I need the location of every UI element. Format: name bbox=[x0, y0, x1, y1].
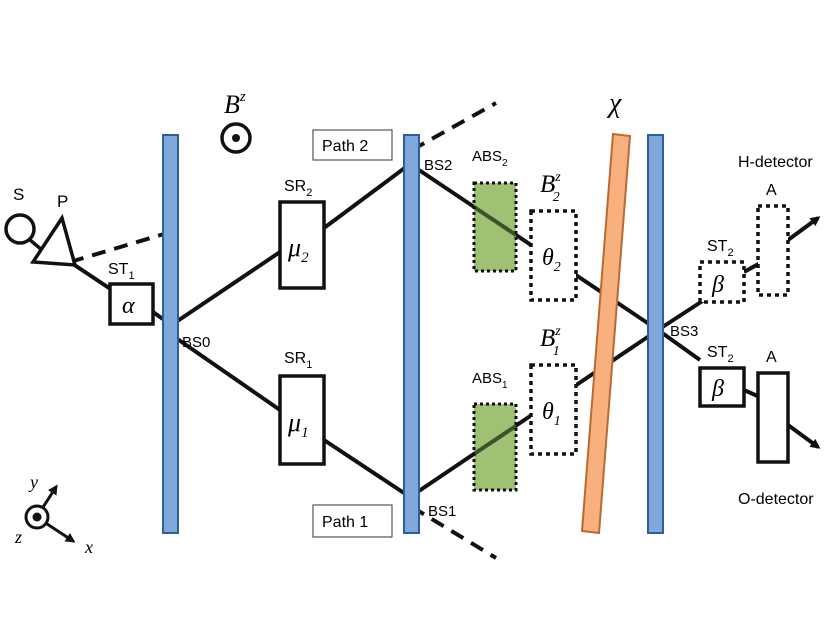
dashed-bs2-reflection bbox=[411, 101, 497, 152]
abs2-absorber bbox=[472, 181, 518, 273]
h-st2-label: ST2 bbox=[707, 238, 734, 259]
bs0-label: BS0 bbox=[182, 334, 210, 351]
o-analyzer-label: A bbox=[766, 349, 777, 366]
beam-h-output bbox=[786, 216, 821, 242]
bs3-splitter bbox=[647, 134, 664, 534]
field-label: Bz bbox=[224, 89, 246, 119]
st1-label: ST1 bbox=[108, 261, 135, 282]
o-analyzer bbox=[756, 371, 790, 464]
bs1-bs2-splitter bbox=[403, 134, 420, 534]
prism-label: P bbox=[57, 192, 68, 211]
dashed-bs1-reflection bbox=[410, 505, 498, 560]
path2-box bbox=[312, 129, 393, 161]
bs3-label: BS3 bbox=[670, 323, 698, 340]
abs1-label: ABS1 bbox=[472, 370, 508, 391]
chi-label: χ bbox=[606, 88, 622, 119]
bs0-splitter bbox=[162, 134, 179, 534]
chi-plate bbox=[580, 132, 632, 535]
axis-x-label: x bbox=[84, 537, 93, 557]
o-st2-symbol: β bbox=[711, 376, 724, 402]
beam-bs3-to-h bbox=[656, 298, 706, 332]
dashed-beams bbox=[69, 101, 498, 560]
sr2-label: SR2 bbox=[284, 178, 312, 199]
h-detector-label: H-detector bbox=[738, 154, 813, 171]
beam-bs3-to-o bbox=[656, 328, 702, 362]
sr1-label: SR1 bbox=[284, 350, 312, 371]
bs2-label: BS2 bbox=[424, 157, 452, 174]
beam-bs0-to-sr2 bbox=[174, 250, 282, 324]
abs2-label: ABS2 bbox=[472, 148, 508, 169]
source-label: S bbox=[13, 185, 24, 204]
beam-through-absorbers bbox=[472, 205, 518, 456]
beam-sr2-to-bs2 bbox=[322, 162, 412, 230]
beam-o-output bbox=[786, 423, 821, 449]
path1-label: Path 1 bbox=[322, 514, 368, 531]
bs1-label: BS1 bbox=[428, 503, 456, 520]
beam-paths bbox=[68, 162, 821, 499]
theta1-symbol: θ1 bbox=[542, 399, 561, 429]
theta2-rotator bbox=[529, 209, 578, 302]
h-st2-symbol: β bbox=[711, 272, 724, 298]
h-analyzer bbox=[756, 204, 790, 297]
beam-bs0-to-sr1 bbox=[174, 336, 282, 412]
sr2-box bbox=[278, 200, 326, 290]
beam-sr1-to-bs1 bbox=[322, 438, 412, 499]
h-analyzer-label: A bbox=[766, 182, 777, 199]
o-detector-label: O-detector bbox=[738, 491, 814, 508]
abs1-absorber bbox=[472, 402, 518, 492]
z-axis-dot bbox=[32, 512, 42, 522]
prism bbox=[29, 213, 78, 267]
path1-box bbox=[312, 504, 393, 538]
o-st2-label: ST2 bbox=[707, 344, 734, 365]
theta2-symbol: θ2 bbox=[542, 245, 561, 275]
st1-symbol: α bbox=[122, 293, 135, 319]
path2-label: Path 2 bbox=[322, 138, 368, 155]
field-dot bbox=[232, 134, 240, 142]
h-st2-box bbox=[698, 260, 746, 304]
o-st2-box bbox=[698, 366, 746, 408]
dashed-p-reflection bbox=[69, 232, 165, 264]
sr1-box bbox=[278, 374, 326, 466]
axis-z-label: z bbox=[14, 527, 22, 547]
theta1-rotator bbox=[529, 363, 578, 456]
source-circle bbox=[4, 213, 36, 245]
sr2-symbol: μ2 bbox=[287, 233, 309, 266]
st1-box bbox=[108, 282, 155, 326]
axis-y-label: y bbox=[28, 472, 38, 492]
sr1-symbol: μ1 bbox=[287, 408, 309, 441]
